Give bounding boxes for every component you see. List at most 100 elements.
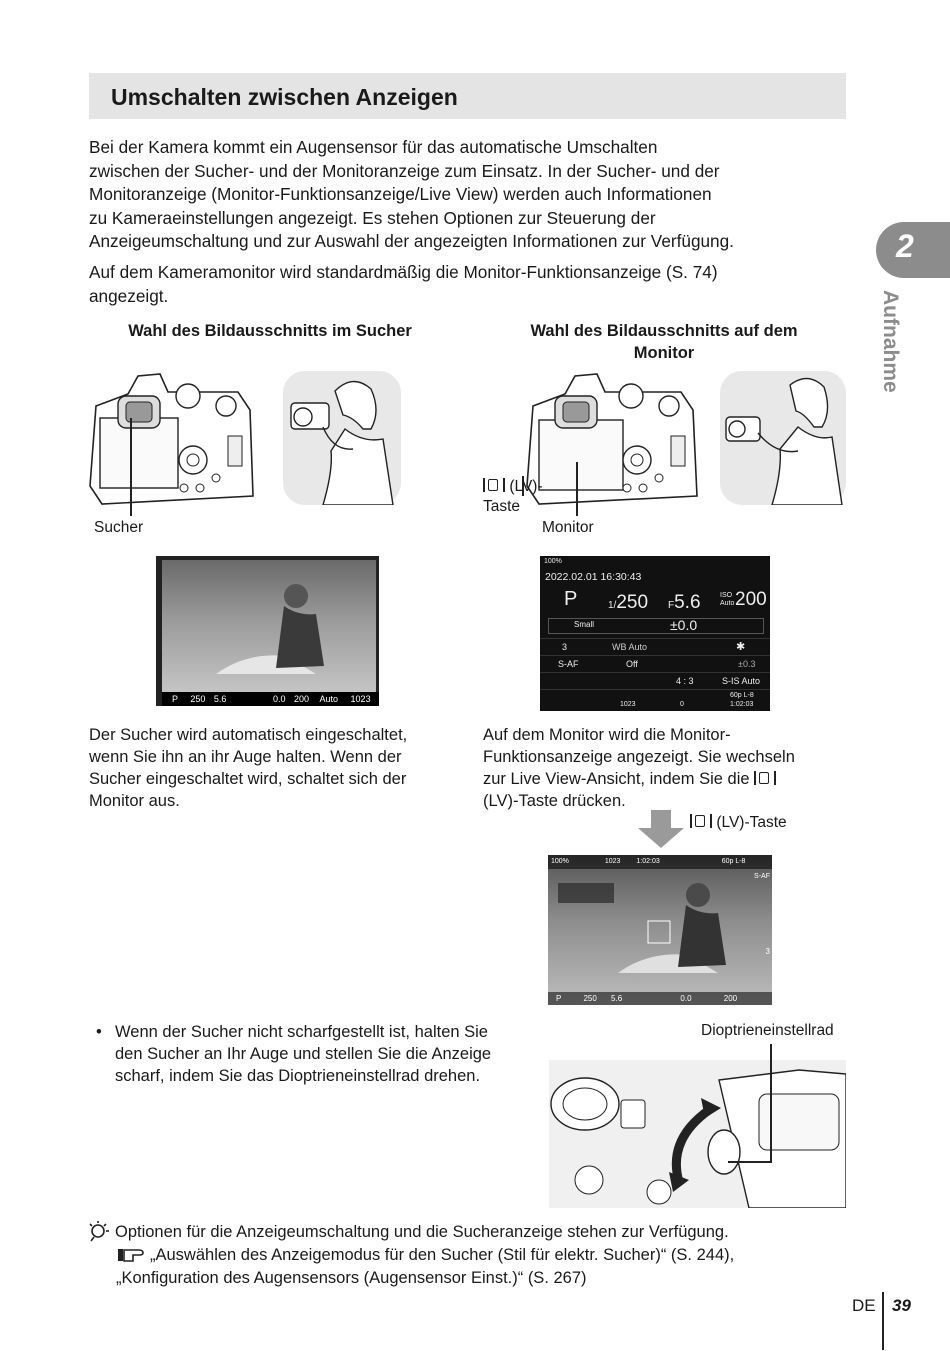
tip-icon [88, 1219, 112, 1243]
scp-count2: 0 [680, 701, 684, 708]
lv-button-label-line: (LV)- [509, 478, 543, 495]
arrow-label: (LV)-Taste [690, 814, 787, 832]
diopter-bullet-line: Wenn der Sucher nicht scharfgestellt ist… [115, 1023, 488, 1041]
right-description-line: Funktionsanzeige angezeigt. Sie wechseln [483, 748, 795, 766]
scp-flash-comp: ±0.3 [738, 659, 756, 669]
reference-hand-icon [117, 1246, 145, 1264]
tip-line-3: „Konfiguration des Augensensors (Augense… [116, 1269, 587, 1287]
right-description-line: Auf dem Monitor wird die Monitor- [483, 726, 731, 744]
right-heading-line: Wahl des Bildausschnitts auf dem [530, 322, 798, 340]
lv-bottom-bar: P 250 5.6 0.0 200 [548, 992, 772, 1005]
evf-shutter: 250 [190, 694, 206, 704]
scp-face: Off [626, 659, 638, 669]
right-description-line: (LV)-Taste drücken. [483, 792, 626, 810]
lv-button-label: (LV)- Taste [483, 477, 543, 517]
evf-aperture: 5.6 [213, 694, 227, 704]
intro-line: zwischen der Sucher- und der Monitoranze… [89, 160, 720, 181]
scp-datetime: 2022.02.01 16:30:43 [545, 571, 642, 583]
gear-icon: ✱ [736, 641, 746, 653]
scp-video: 60p L-8 [730, 692, 754, 699]
sucher-pointer-line [130, 418, 132, 516]
right-description-line: zur Live View-Ansicht, indem Sie die [483, 770, 750, 788]
intro-line: Monitoranzeige (Monitor-Funktionsanzeige… [89, 184, 712, 204]
chapter-label: Aufnahme [879, 290, 902, 393]
diopter-bullet-line: scharf, indem Sie das Dioptrieneinstellr… [115, 1067, 481, 1085]
scp-shutter-prefix: 1/ [608, 600, 617, 611]
evf-ev: 0.0 [272, 694, 286, 704]
footer-lang: DE [852, 1296, 876, 1315]
intro-paragraph-2: Auf dem Kameramonitor wird standardmäßig… [89, 261, 839, 308]
live-view-photo: 100% 1023 1:02:03 60p L-8 S-AF 3 P 250 5… [548, 855, 772, 1005]
scp-aperture-prefix: F [668, 600, 675, 611]
intro-line: zu Kameraeinstellungen angezeigt. Es ste… [89, 207, 656, 228]
scp-iso: 200 [735, 589, 767, 610]
intro-line: Bei der Kamera kommt ein Augensensor für… [89, 137, 658, 157]
scp-battery: 100% [544, 558, 562, 565]
scp-is: S-IS Auto [722, 676, 761, 686]
left-description-line: wenn Sie ihn an ihr Auge halten. Wenn de… [89, 748, 402, 766]
scp-af: S-AF [558, 659, 579, 669]
lv-top-bar: 100% 1023 1:02:03 60p L-8 [548, 855, 772, 869]
diopter-pointer-line [770, 1044, 772, 1162]
camera-back-illustration-right [525, 366, 703, 506]
lv-af: S-AF [754, 873, 770, 880]
left-description-line: Monitor aus. [89, 792, 180, 810]
lv-count: 1023 [604, 858, 621, 865]
intro-line: Auf dem Kameramonitor wird standardmäßig… [89, 262, 718, 282]
sucher-label: Sucher [94, 519, 144, 536]
evf-iso: 200 [293, 694, 309, 704]
camera-back-illustration-left [88, 366, 258, 506]
footer-divider [882, 1292, 884, 1350]
chapter-number: 2 [896, 228, 914, 264]
lv-mode: P [556, 994, 562, 1003]
monitor-pointer-line [576, 462, 578, 516]
page-number: 39 [892, 1296, 911, 1315]
scp-iso-auto: Auto [720, 600, 735, 607]
scp-iso-label: ISO [720, 592, 733, 599]
monitor-control-panel: 100% 2022.02.01 16:30:43 P 1/250 F5.6 IS… [540, 556, 770, 711]
diopter-pointer-line-h [728, 1161, 772, 1163]
lv-aperture: 5.6 [611, 994, 623, 1003]
evf-shots: 1023 [350, 694, 371, 704]
lv-button-label-line: Taste [483, 498, 521, 515]
diopter-illustration [549, 1060, 846, 1208]
intro-paragraph-1: Bei der Kamera kommt ein Augensensor für… [89, 136, 839, 254]
scp-ev-scale [548, 618, 764, 634]
diopter-label: Dioptrieneinstellrad [701, 1022, 834, 1039]
person-viewfinder-illustration [283, 371, 401, 505]
scp-row-3: 4 : 3 S-IS Auto [540, 672, 770, 690]
tip-line-1: Optionen für die Anzeigeumschaltung und … [115, 1223, 729, 1241]
left-description: Der Sucher wird automatisch eingeschalte… [89, 724, 459, 812]
scp-mode: P [564, 588, 578, 610]
evf-mode: P [172, 694, 178, 704]
viewfinder-photo: P 250 5.6 0.0 200 Auto 1023 [156, 556, 379, 706]
left-description-line: Sucher eingeschaltet wird, schaltet sich… [89, 770, 407, 788]
lv-drive: 3 [765, 947, 770, 956]
scp-row-1: 3 WB Auto ✱ [540, 638, 770, 656]
scp-rec-time: 1:02:03 [730, 701, 754, 708]
scp-shutter: 250 [616, 592, 649, 613]
right-description: Auf dem Monitor wird die Monitor- Funkti… [483, 724, 845, 812]
right-heading-line: Monitor [633, 344, 695, 362]
lv-button-pointer-line [522, 476, 524, 496]
evf-iso-mode: Auto [319, 694, 339, 704]
tip-line-2: „Auswählen des Anzeigemodus für den Such… [150, 1246, 735, 1264]
bullet-dot: • [96, 1023, 102, 1041]
intro-line: angezeigt. [89, 285, 169, 306]
arrow-label-text: (LV)-Taste [716, 814, 787, 831]
lv-icon [690, 814, 712, 828]
lv-video: 60p L-8 [721, 858, 746, 865]
scp-ev: ±0.0 [670, 617, 698, 633]
scp-aperture-group: F5.6 [668, 592, 701, 614]
scp-wb: WB Auto [612, 642, 648, 652]
evf-status-bar: P 250 5.6 0.0 200 Auto 1023 [162, 692, 379, 706]
scp-drive: 3 [562, 642, 568, 652]
lv-ev: 0.0 [680, 994, 692, 1003]
diopter-bullet: • Wenn der Sucher nicht scharfgestellt i… [96, 1021, 546, 1087]
lv-icon [483, 478, 505, 492]
person-monitor-illustration [720, 371, 846, 505]
scp-row-4: 1023 0 60p L-8 1:02:03 [540, 689, 770, 712]
scp-shutter-group: 1/250 [608, 592, 648, 614]
page-title: Umschalten zwischen Anzeigen [111, 84, 458, 110]
